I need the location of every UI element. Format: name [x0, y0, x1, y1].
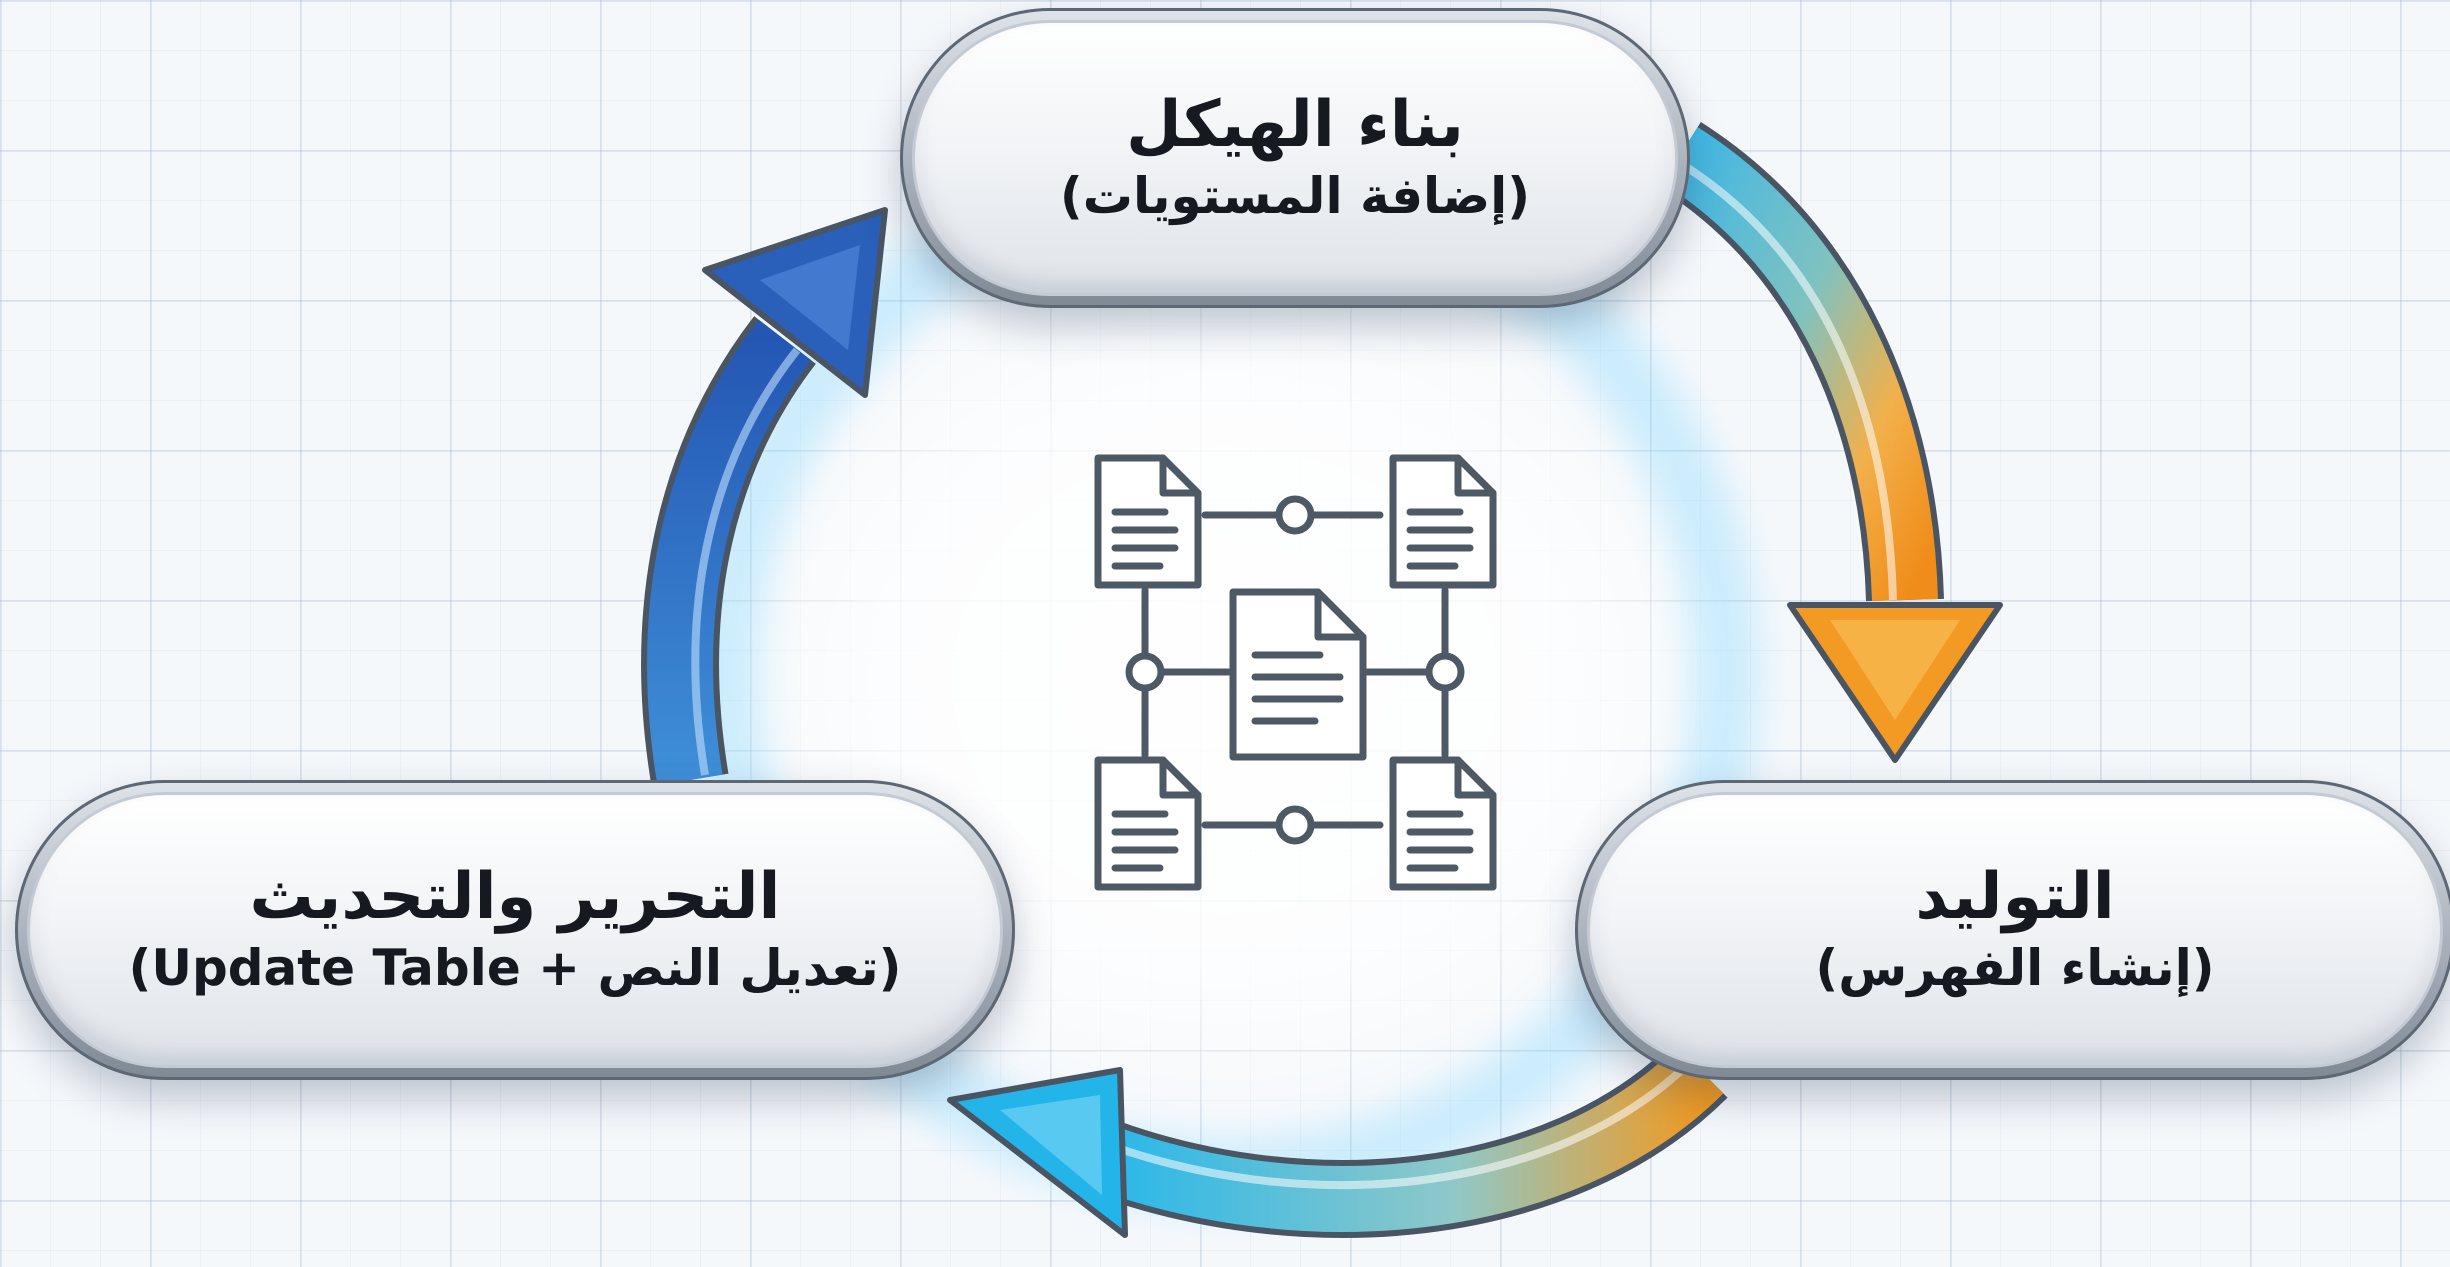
step-title: بناء الهيكل	[1126, 88, 1464, 163]
step-build-structure: بناء الهيكل (إضافة المستويات)	[900, 8, 1690, 308]
document-hierarchy-icon	[1094, 454, 1497, 891]
step-generate-face: التوليد (إنشاء الفهرس)	[1587, 792, 2443, 1068]
step-generate: التوليد (إنشاء الفهرس)	[1575, 780, 2450, 1080]
step-edit-update-face: التحرير والتحديث (تعديل النص + Update Ta…	[27, 792, 1003, 1068]
step-title: التحرير والتحديث	[249, 860, 781, 935]
step-subtitle: (إضافة المستويات)	[1059, 166, 1531, 225]
arrow-edit-to-build	[641, 207, 888, 787]
step-title: التوليد	[1915, 860, 2115, 935]
arrow-generate-to-edit	[947, 1041, 1728, 1238]
step-edit-update: التحرير والتحديث (تعديل النص + Update Ta…	[15, 780, 1015, 1080]
step-subtitle: (تعديل النص + Update Table)	[128, 938, 902, 997]
step-build-structure-face: بناء الهيكل (إضافة المستويات)	[912, 20, 1678, 296]
arrow-build-to-generate	[1658, 122, 2003, 763]
step-subtitle: (إنشاء الفهرس)	[1815, 938, 2215, 997]
